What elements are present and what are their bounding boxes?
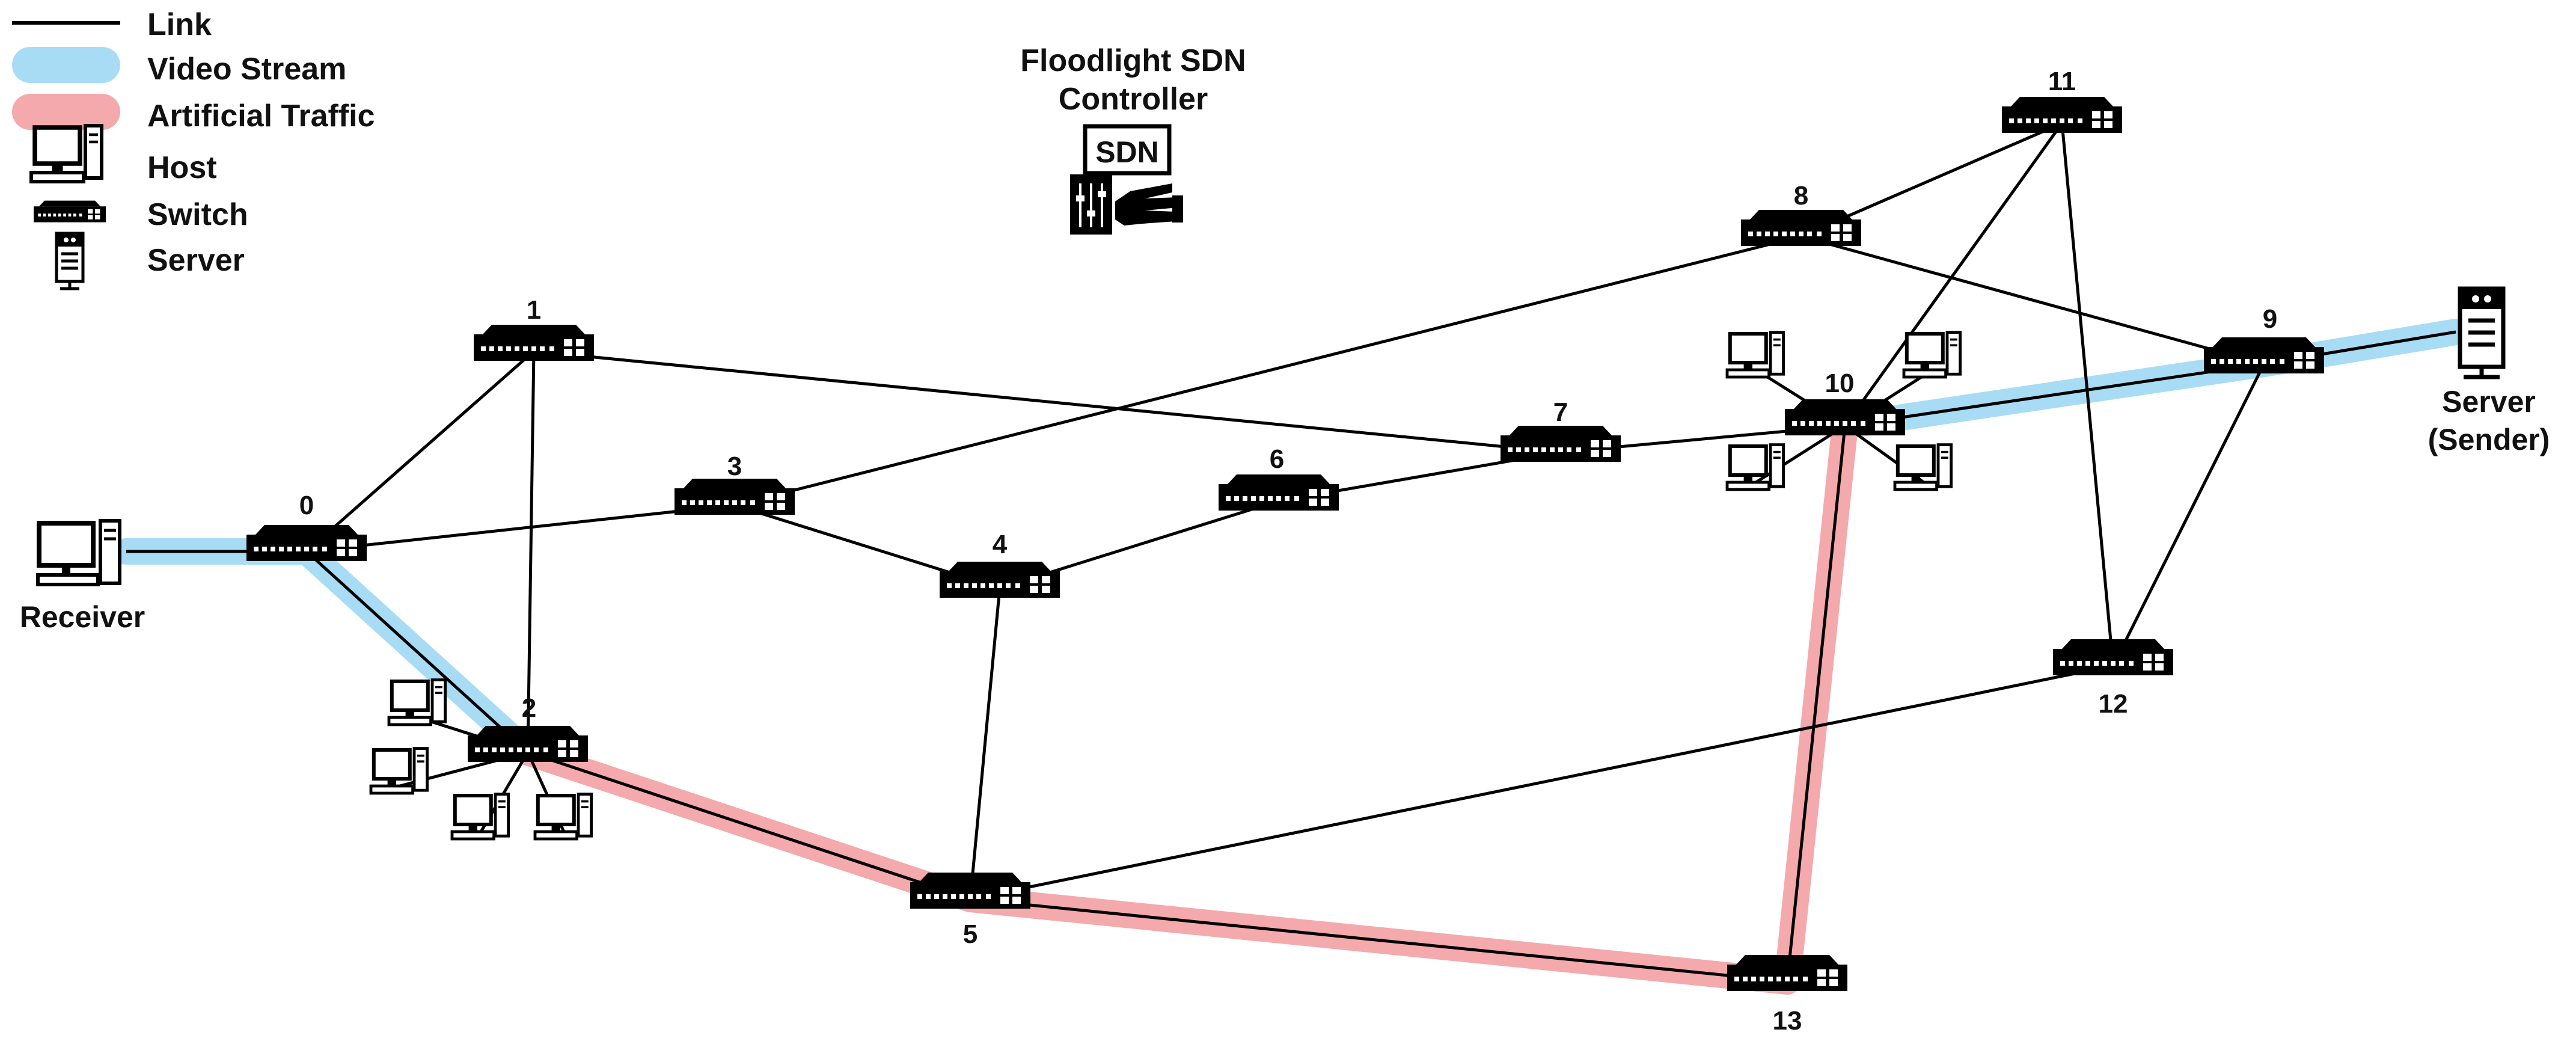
legend: Link Video Stream Artificial Traffic Hos…: [12, 7, 375, 290]
switch-label-8: 8: [1794, 181, 1808, 210]
switch-icon-10: [1785, 399, 1905, 435]
link-line: [1800, 235, 2265, 366]
switch-label-6: 6: [1270, 444, 1284, 474]
link-line: [305, 350, 535, 553]
switch-label-11: 11: [2048, 67, 2076, 96]
legend-host-icon: [31, 126, 102, 182]
sdn-controller: Floodlight SDN Controller SDN: [1020, 43, 1246, 235]
switch-label-13: 13: [1773, 1006, 1802, 1036]
switch-icon-1: [474, 325, 594, 361]
switch-icon-4: [940, 562, 1060, 598]
link-line: [2111, 363, 2266, 667]
switch-label-1: 1: [527, 295, 541, 325]
host-icon: [389, 680, 445, 725]
host-icon: [535, 794, 592, 839]
switch-label-5: 5: [963, 919, 977, 949]
receiver-label: Receiver: [20, 600, 145, 634]
link-line: [305, 550, 529, 754]
link-line: [2060, 123, 2115, 666]
receiver: [36, 519, 121, 586]
legend-host-label: Host: [147, 150, 217, 185]
switch-icon-12: [2053, 639, 2173, 675]
link-line: [1843, 122, 2064, 427]
controller-title-line1: Floodlight SDN: [1020, 43, 1246, 78]
legend-artificial-traffic-label: Artificial Traffic: [147, 99, 375, 134]
switch-icon-3: [675, 479, 795, 515]
switch-icon-9: [2204, 337, 2324, 373]
link-line: [968, 588, 1002, 900]
host-icon: [1727, 445, 1784, 490]
link-line: [734, 235, 1802, 507]
link-line: [527, 750, 971, 901]
link-line: [306, 503, 735, 553]
legend-link-label: Link: [147, 7, 212, 42]
sdn-badge-text: SDN: [1095, 135, 1159, 169]
host-icon: [452, 794, 509, 839]
switch-label-3: 3: [727, 452, 742, 481]
legend-video-stream-label: Video Stream: [147, 52, 346, 87]
host-icon: [371, 749, 427, 793]
switch-label-7: 7: [1553, 397, 1568, 427]
legend-server-label: Server: [147, 243, 245, 278]
switch-icon-6: [1219, 474, 1339, 511]
legend-switch-label: Switch: [147, 197, 248, 232]
host-icon: [1727, 333, 1784, 377]
switch-icon-8: [1741, 210, 1861, 246]
switch-icon-13: [1727, 955, 1847, 991]
link-line: [970, 664, 2114, 901]
legend-server-icon: [55, 232, 85, 290]
switch-label-12: 12: [2099, 689, 2128, 719]
switch-icon-0: [246, 525, 367, 561]
switch-icon-2: [468, 726, 588, 762]
sdn-controller-icon: SDN: [1070, 124, 1183, 235]
link-line: [533, 349, 1561, 454]
switch-label-10: 10: [1825, 369, 1855, 398]
link-line: [1844, 362, 2265, 428]
server-label-line2: (Sender): [2428, 423, 2550, 456]
host-icon: [1895, 445, 1951, 490]
switch-label-0: 0: [299, 491, 314, 520]
link-line: [1785, 425, 1847, 982]
link-line: [526, 351, 536, 753]
switch-label-2: 2: [522, 693, 536, 723]
server-label-line1: Server: [2442, 385, 2536, 419]
switch-label-4: 4: [993, 530, 1008, 559]
switch-icon-5: [910, 873, 1030, 909]
switch-icon-7: [1501, 426, 1621, 462]
switch-label-9: 9: [2263, 304, 2277, 334]
legend-switch-icon: [33, 200, 106, 223]
host-icon: [1904, 333, 1960, 377]
controller-title-line2: Controller: [1059, 82, 1208, 117]
server-sender: [2458, 286, 2506, 379]
switch-icon-11: [2002, 97, 2122, 133]
link-line: [970, 897, 1788, 983]
